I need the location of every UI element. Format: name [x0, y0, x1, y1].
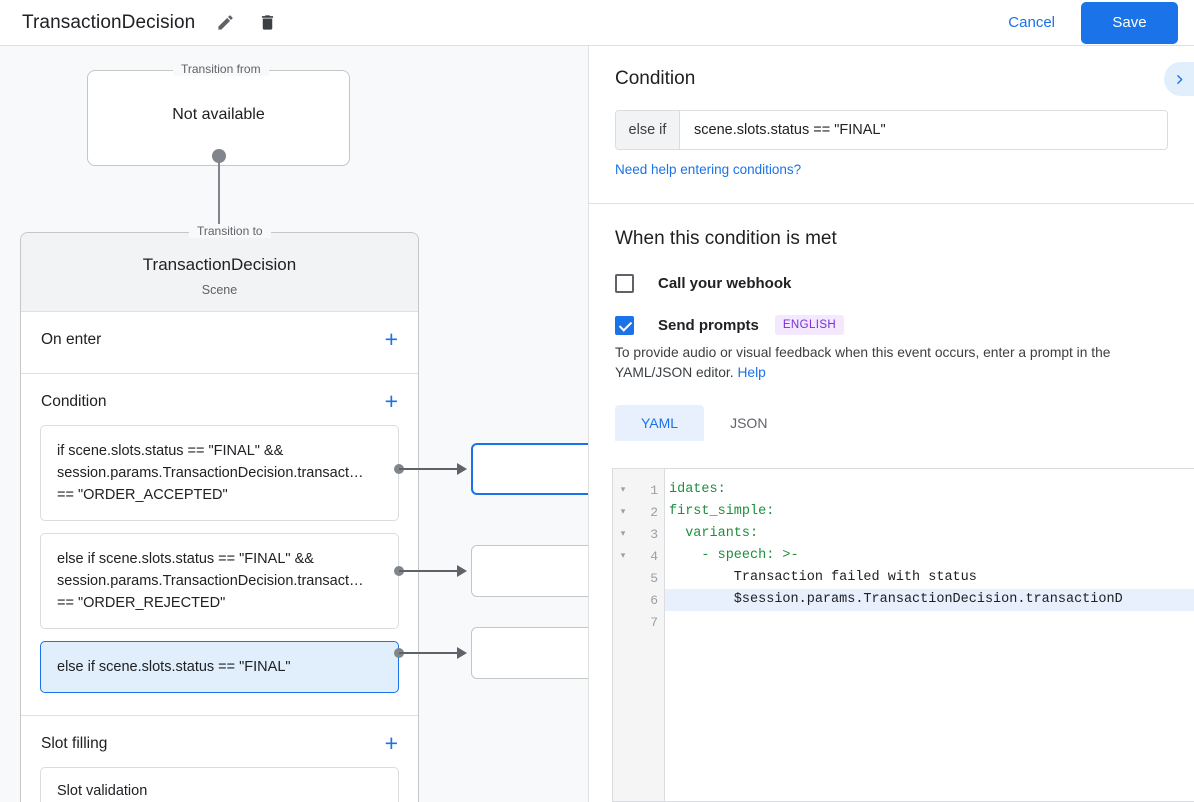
cancel-button[interactable]: Cancel: [996, 6, 1067, 39]
code-line: [665, 611, 1194, 633]
connector-line: [218, 156, 220, 264]
editor-format-tabs: YAML JSON: [615, 405, 1168, 441]
condition-line-1: else if scene.slots.status == "FINAL": [57, 659, 291, 675]
code-line: variants:: [669, 526, 759, 541]
send-prompts-label: Send prompts: [658, 316, 759, 334]
pencil-icon[interactable]: [213, 11, 237, 35]
fold-toggle-icon[interactable]: ▾: [620, 529, 626, 539]
add-on-enter-button[interactable]: +: [384, 326, 398, 352]
code-line: idates:: [669, 482, 726, 497]
edge-arrow-icon: [457, 647, 467, 659]
section-condition: Condition + if scene.slots.status == "FI…: [21, 373, 418, 715]
fold-toggle-icon[interactable]: ▾: [620, 551, 626, 561]
line-number: 5: [650, 570, 658, 586]
on-enter-title: On enter: [41, 330, 102, 348]
line-number: 6: [650, 592, 658, 608]
trash-icon[interactable]: [255, 11, 279, 35]
line-number: 7: [650, 614, 658, 630]
on-enter-header: On enter +: [21, 312, 418, 363]
when-condition-met-section: When this condition is met Call your web…: [589, 204, 1194, 465]
gutter-line: ▾4: [613, 545, 664, 567]
condition-line-2: session.params.TransactionDecision.trans…: [57, 573, 364, 589]
scene-header: TransactionDecision Scene: [21, 233, 418, 311]
transition-from-box: Transition from Not available: [87, 62, 350, 166]
transition-from-value: Not available: [172, 106, 265, 123]
gutter-line: 7: [613, 611, 664, 633]
editor-code-area[interactable]: idates: first_simple: variants: - speech…: [665, 469, 1194, 801]
collapse-panel-button[interactable]: [1164, 62, 1194, 96]
edge-arrow-icon: [457, 565, 467, 577]
edge-line: [399, 652, 459, 654]
yaml-editor[interactable]: ▾1 ▾2 ▾3 ▾4 5 6 7 idates: first_simple: …: [612, 468, 1194, 802]
gutter-line: 5: [613, 567, 664, 589]
when-condition-met-title: When this condition is met: [615, 228, 837, 249]
code-line: - speech: >-: [669, 548, 799, 563]
line-number: 2: [650, 504, 658, 520]
page-title: TransactionDecision: [22, 11, 196, 33]
top-app-bar: TransactionDecision Cancel Save: [0, 0, 1194, 46]
condition-expression-input[interactable]: [680, 111, 1167, 149]
condition-section: Condition else if Need help entering con…: [589, 46, 1194, 204]
condition-line-1: else if scene.slots.status == "FINAL" &&: [57, 551, 314, 567]
condition-prefix-label: else if: [616, 111, 680, 149]
fold-toggle-icon[interactable]: ▾: [620, 485, 626, 495]
call-webhook-checkbox[interactable]: [615, 274, 634, 293]
condition-list-item[interactable]: else if scene.slots.status == "FINAL" &&…: [40, 533, 399, 629]
gutter-line: ▾1: [613, 479, 664, 501]
code-line: Transaction failed with status: [669, 570, 977, 585]
add-slot-filling-button[interactable]: +: [384, 730, 398, 756]
chevron-right-icon: [1176, 74, 1182, 84]
condition-help-link[interactable]: Need help entering conditions?: [615, 162, 802, 177]
line-number: 3: [650, 526, 658, 542]
condition-list-item[interactable]: if scene.slots.status == "FINAL" && sess…: [40, 425, 399, 521]
add-condition-button[interactable]: +: [384, 388, 398, 414]
editor-gutter: ▾1 ▾2 ▾3 ▾4 5 6 7: [613, 469, 665, 801]
condition-title: Condition: [41, 392, 107, 410]
tab-yaml[interactable]: YAML: [615, 405, 705, 441]
slot-filling-header: Slot filling +: [21, 716, 418, 767]
section-on-enter: On enter +: [21, 311, 418, 373]
gutter-line: ▾2: [613, 501, 664, 523]
transition-to-legend: Transition to: [189, 224, 271, 238]
condition-expression-row: else if: [615, 110, 1168, 150]
scene-type: Scene: [201, 283, 238, 297]
save-button[interactable]: Save: [1081, 1, 1178, 44]
line-number: 4: [650, 548, 658, 564]
line-number: 1: [650, 482, 658, 498]
transition-from-legend: Transition from: [173, 62, 269, 76]
send-prompts-row[interactable]: Send prompts ENGLISH: [615, 315, 1168, 335]
prompts-description: To provide audio or visual feedback when…: [615, 343, 1168, 383]
slot-validation-item[interactable]: Slot validation: [40, 767, 399, 802]
edge-line: [399, 468, 459, 470]
fold-toggle-icon[interactable]: ▾: [620, 507, 626, 517]
section-slot-filling: Slot filling + Slot validation: [21, 715, 418, 802]
condition-list-item-selected[interactable]: else if scene.slots.status == "FINAL": [40, 641, 399, 693]
language-badge: ENGLISH: [774, 315, 845, 335]
prompts-description-text: To provide audio or visual feedback when…: [615, 345, 1111, 380]
condition-panel-title: Condition: [615, 68, 696, 89]
condition-header: Condition +: [21, 374, 418, 425]
webhook-row[interactable]: Call your webhook: [615, 274, 1168, 293]
edge-line: [399, 570, 459, 572]
code-line-highlighted: $session.params.TransactionDecision.tran…: [665, 589, 1194, 611]
gutter-line: ▾3: [613, 523, 664, 545]
send-prompts-checkbox[interactable]: [615, 315, 634, 335]
scene-name: TransactionDecision: [142, 255, 297, 274]
code-line: first_simple:: [669, 504, 775, 519]
scene-card: Transition to TransactionDecision Scene …: [20, 224, 419, 802]
condition-line-2: session.params.TransactionDecision.trans…: [57, 465, 364, 481]
edge-arrow-icon: [457, 463, 467, 475]
condition-line-3: == "ORDER_REJECTED": [57, 595, 226, 611]
gutter-line: 6: [613, 589, 664, 611]
slot-filling-title: Slot filling: [41, 734, 108, 752]
condition-line-3: == "ORDER_ACCEPTED": [57, 487, 228, 503]
prompts-help-link[interactable]: Help: [737, 365, 766, 380]
condition-line-1: if scene.slots.status == "FINAL" &&: [57, 443, 284, 459]
tab-json[interactable]: JSON: [730, 415, 768, 431]
call-webhook-label: Call your webhook: [658, 275, 792, 292]
